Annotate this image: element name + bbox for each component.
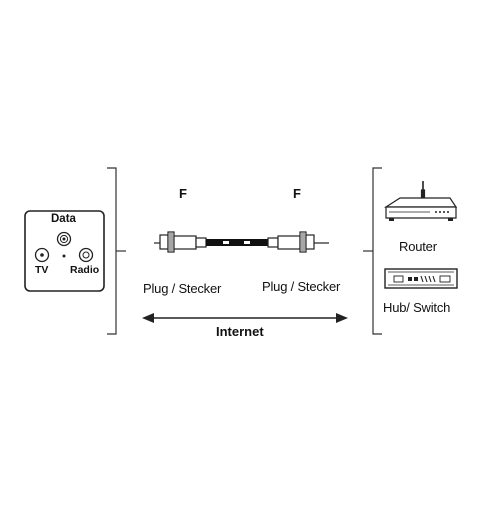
socket-radio-label: Radio xyxy=(70,264,100,276)
left-connector-type-label: F xyxy=(179,186,187,201)
left-bracket xyxy=(107,167,126,335)
right-bracket xyxy=(363,167,382,335)
right-plug-label: Plug / Stecker xyxy=(262,279,341,294)
internet-label: Internet xyxy=(216,324,264,339)
coax-cable-icon xyxy=(154,231,329,253)
wall-socket-icon xyxy=(24,210,105,292)
router-label: Router xyxy=(399,239,437,254)
hub-switch-label: Hub/ Switch xyxy=(383,300,451,315)
hub-switch-icon xyxy=(384,268,458,289)
socket-data-label: Data xyxy=(51,213,76,225)
left-plug-label: Plug / Stecker xyxy=(143,281,222,296)
router-icon xyxy=(383,181,458,221)
double-arrow-icon xyxy=(142,313,348,323)
socket-tv-label: TV xyxy=(35,264,49,276)
right-connector-type-label: F xyxy=(293,186,301,201)
